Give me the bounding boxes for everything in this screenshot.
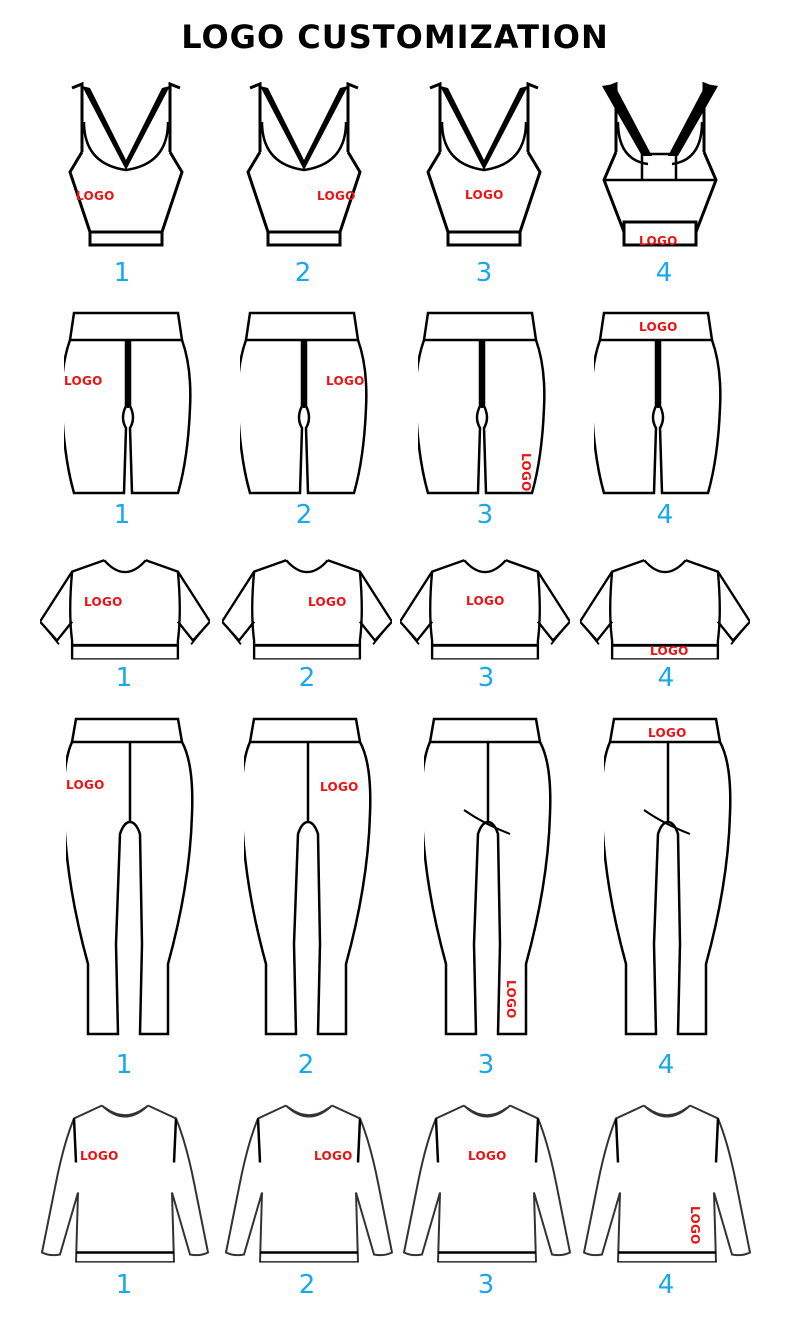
logo-label: LOGO bbox=[465, 188, 504, 202]
long-sleeve-icon bbox=[40, 1100, 210, 1265]
crop-tee-icon bbox=[40, 555, 210, 660]
logo-label: LOGO bbox=[688, 1206, 702, 1245]
option-number: 3 bbox=[476, 500, 494, 530]
long-sleeve-icon bbox=[582, 1100, 752, 1265]
logo-label: LOGO bbox=[466, 594, 505, 608]
option-number: 3 bbox=[477, 1050, 495, 1080]
logo-label: LOGO bbox=[639, 320, 678, 334]
shorts-icon bbox=[240, 308, 370, 498]
leggings-icon bbox=[424, 714, 554, 1044]
logo-label: LOGO bbox=[320, 780, 359, 794]
leggings-4: LOGO bbox=[604, 714, 734, 1044]
logo-label: LOGO bbox=[64, 374, 103, 388]
crop-tee-3: LOGO bbox=[400, 555, 570, 665]
option-number: 2 bbox=[297, 1050, 315, 1080]
shorts-3: LOGO bbox=[418, 308, 548, 498]
logo-label: LOGO bbox=[639, 234, 678, 248]
option-number: 1 bbox=[113, 500, 131, 530]
option-number: 4 bbox=[656, 500, 674, 530]
sports-bra-icon bbox=[240, 82, 370, 252]
logo-label: LOGO bbox=[468, 1149, 507, 1163]
sports-bra-4: LOGO bbox=[596, 82, 726, 252]
option-number: 1 bbox=[115, 663, 133, 693]
sports-bra-icon bbox=[596, 82, 726, 252]
option-number: 3 bbox=[477, 663, 495, 693]
leggings-icon bbox=[604, 714, 734, 1044]
sports-bra-icon bbox=[420, 82, 550, 252]
option-number: 2 bbox=[298, 1270, 316, 1300]
leggings-1: LOGO bbox=[66, 714, 196, 1044]
logo-label: LOGO bbox=[504, 980, 518, 1019]
option-number: 4 bbox=[657, 1050, 675, 1080]
option-number: 3 bbox=[475, 258, 493, 288]
logo-label: LOGO bbox=[317, 189, 356, 203]
crop-tee-icon bbox=[222, 555, 392, 660]
leggings-icon bbox=[66, 714, 196, 1044]
crop-tee-2: LOGO bbox=[222, 555, 392, 665]
logo-label: LOGO bbox=[519, 453, 533, 492]
sports-bra-icon bbox=[62, 82, 192, 252]
shorts-icon bbox=[594, 308, 724, 498]
option-number: 2 bbox=[294, 258, 312, 288]
option-number: 2 bbox=[298, 663, 316, 693]
option-number: 1 bbox=[115, 1050, 133, 1080]
shorts-4: LOGO bbox=[594, 308, 724, 498]
long-sleeve-icon bbox=[224, 1100, 394, 1265]
option-number: 4 bbox=[657, 1270, 675, 1300]
leggings-icon bbox=[244, 714, 374, 1044]
leggings-3: LOGO bbox=[424, 714, 554, 1044]
logo-label: LOGO bbox=[648, 726, 687, 740]
long-sleeve-1: LOGO bbox=[40, 1100, 210, 1265]
shorts-1: LOGO bbox=[64, 308, 194, 498]
crop-tee-4: LOGO bbox=[580, 555, 750, 665]
logo-label: LOGO bbox=[66, 778, 105, 792]
long-sleeve-4: LOGO bbox=[582, 1100, 752, 1265]
sports-bra-3: LOGO bbox=[420, 82, 550, 252]
logo-label: LOGO bbox=[650, 644, 689, 658]
option-number: 4 bbox=[657, 663, 675, 693]
crop-tee-1: LOGO bbox=[40, 555, 210, 665]
leggings-2: LOGO bbox=[244, 714, 374, 1044]
option-number: 4 bbox=[655, 258, 673, 288]
long-sleeve-icon bbox=[402, 1100, 572, 1265]
logo-label: LOGO bbox=[326, 374, 365, 388]
shorts-2: LOGO bbox=[240, 308, 370, 498]
logo-label: LOGO bbox=[80, 1149, 119, 1163]
logo-label: LOGO bbox=[308, 595, 347, 609]
option-number: 3 bbox=[477, 1270, 495, 1300]
sports-bra-1: LOGO bbox=[62, 82, 192, 252]
option-number: 2 bbox=[295, 500, 313, 530]
logo-label: LOGO bbox=[76, 189, 115, 203]
option-number: 1 bbox=[115, 1270, 133, 1300]
page-title: LOGO CUSTOMIZATION bbox=[181, 18, 609, 56]
long-sleeve-3: LOGO bbox=[402, 1100, 572, 1265]
shorts-icon bbox=[64, 308, 194, 498]
option-number: 1 bbox=[113, 258, 131, 288]
logo-label: LOGO bbox=[314, 1149, 353, 1163]
long-sleeve-2: LOGO bbox=[224, 1100, 394, 1265]
sports-bra-2: LOGO bbox=[240, 82, 370, 252]
logo-label: LOGO bbox=[84, 595, 123, 609]
